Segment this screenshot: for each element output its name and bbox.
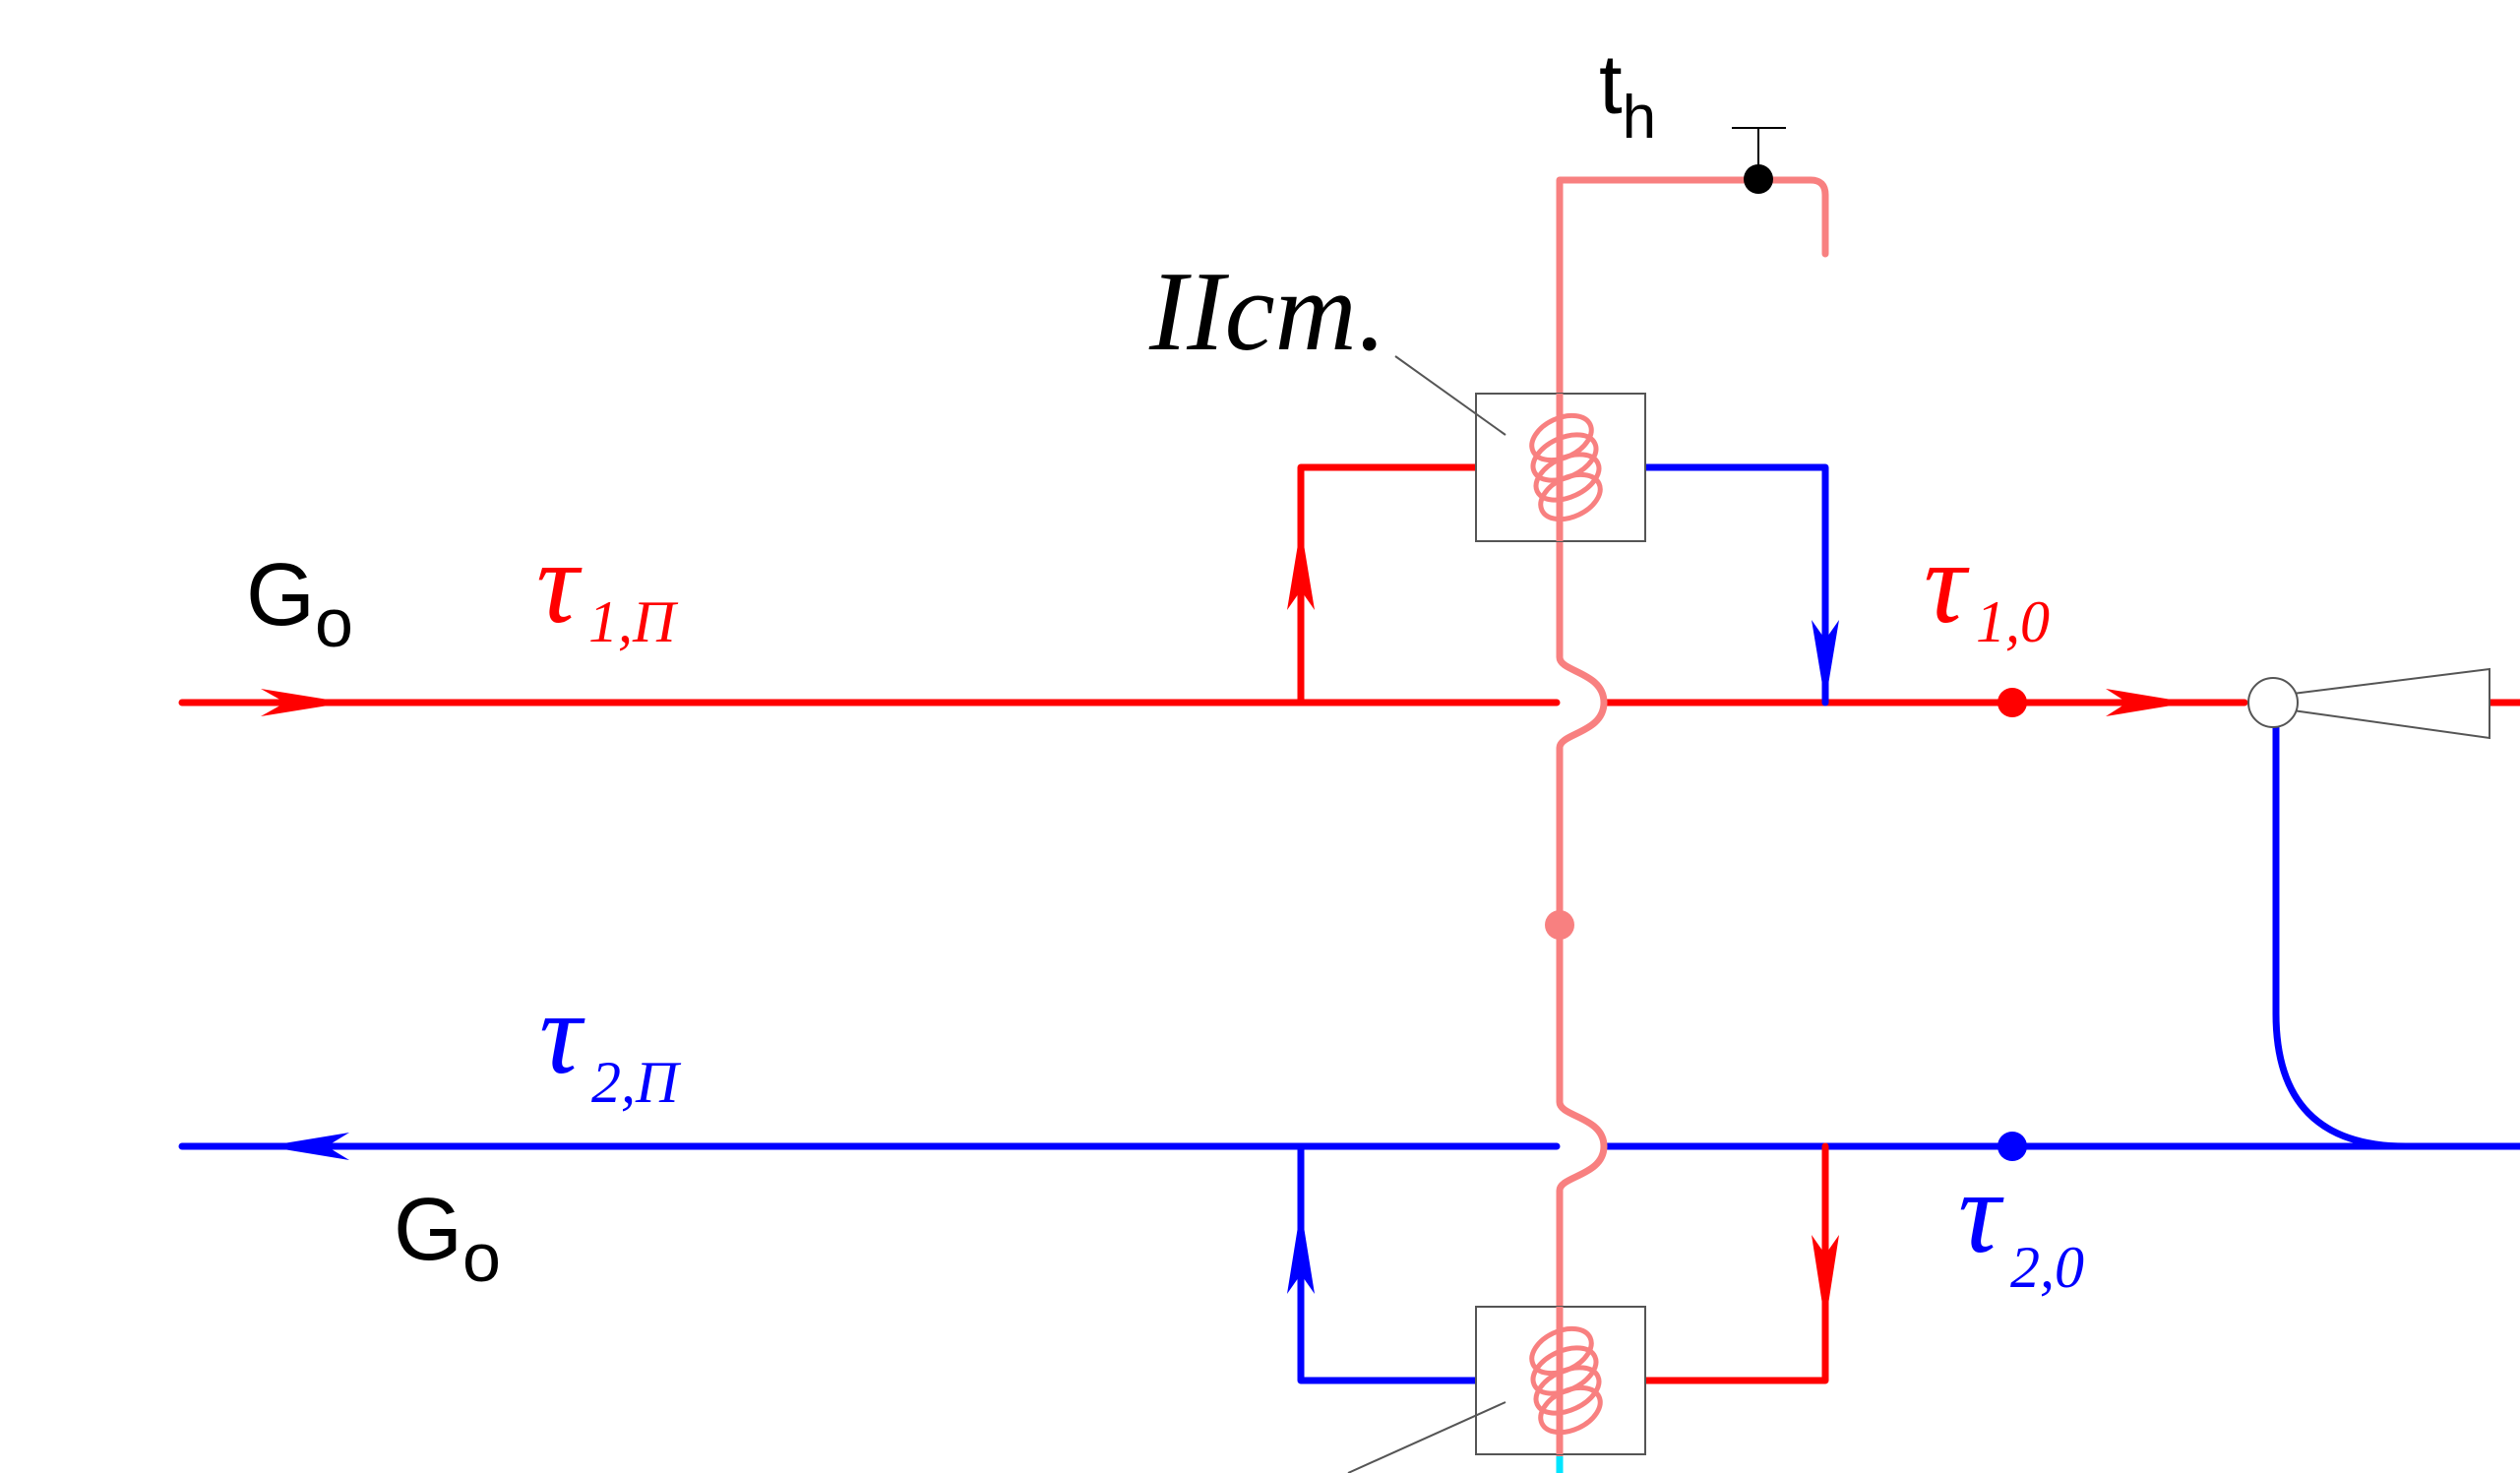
stage2-label: IIст. — [1148, 249, 1386, 374]
go-bottom-label: Go — [394, 1181, 501, 1296]
tau-2-0-sensor-dot — [1998, 1132, 2027, 1161]
stage1-heat-exchanger — [1475, 1306, 1646, 1455]
supply-outlet-arrow — [2106, 689, 2189, 716]
supply-branch-to-heater — [1297, 463, 1480, 706]
heater1-supply-out — [1641, 1142, 1829, 1384]
th-sensor — [1732, 127, 1786, 194]
return-line — [178, 463, 2520, 1384]
go-top-label: Go — [246, 546, 353, 661]
supply-inlet-arrow — [261, 689, 346, 716]
return-branch-up-arrow — [1287, 1208, 1315, 1294]
jet-pump-return-curve — [2272, 722, 2520, 1150]
heater1-down-arrow — [1812, 1235, 1839, 1323]
stage2-leader-line — [1394, 355, 1506, 436]
supply-return-down-arrow — [1812, 620, 1839, 703]
tau-1-0-sensor-dot — [1998, 688, 2027, 717]
jet-pump — [2247, 667, 2490, 740]
heated-water-junction — [1545, 910, 1574, 940]
return-from-stage2-heater — [1641, 463, 1829, 706]
stage1-leader-line — [1347, 1401, 1506, 1473]
return-branch-to-heater1 — [1297, 1142, 1480, 1384]
stage2-heat-exchanger — [1475, 393, 1646, 542]
supply-line — [178, 463, 2520, 706]
coil-icon — [1529, 1325, 1603, 1436]
th-label: th — [1599, 38, 1656, 152]
return-outlet-arrow — [266, 1133, 349, 1160]
supply-branch-arrow — [1287, 526, 1315, 610]
coil-icon — [1529, 412, 1603, 522]
heated-water-line — [1556, 176, 1829, 1473]
